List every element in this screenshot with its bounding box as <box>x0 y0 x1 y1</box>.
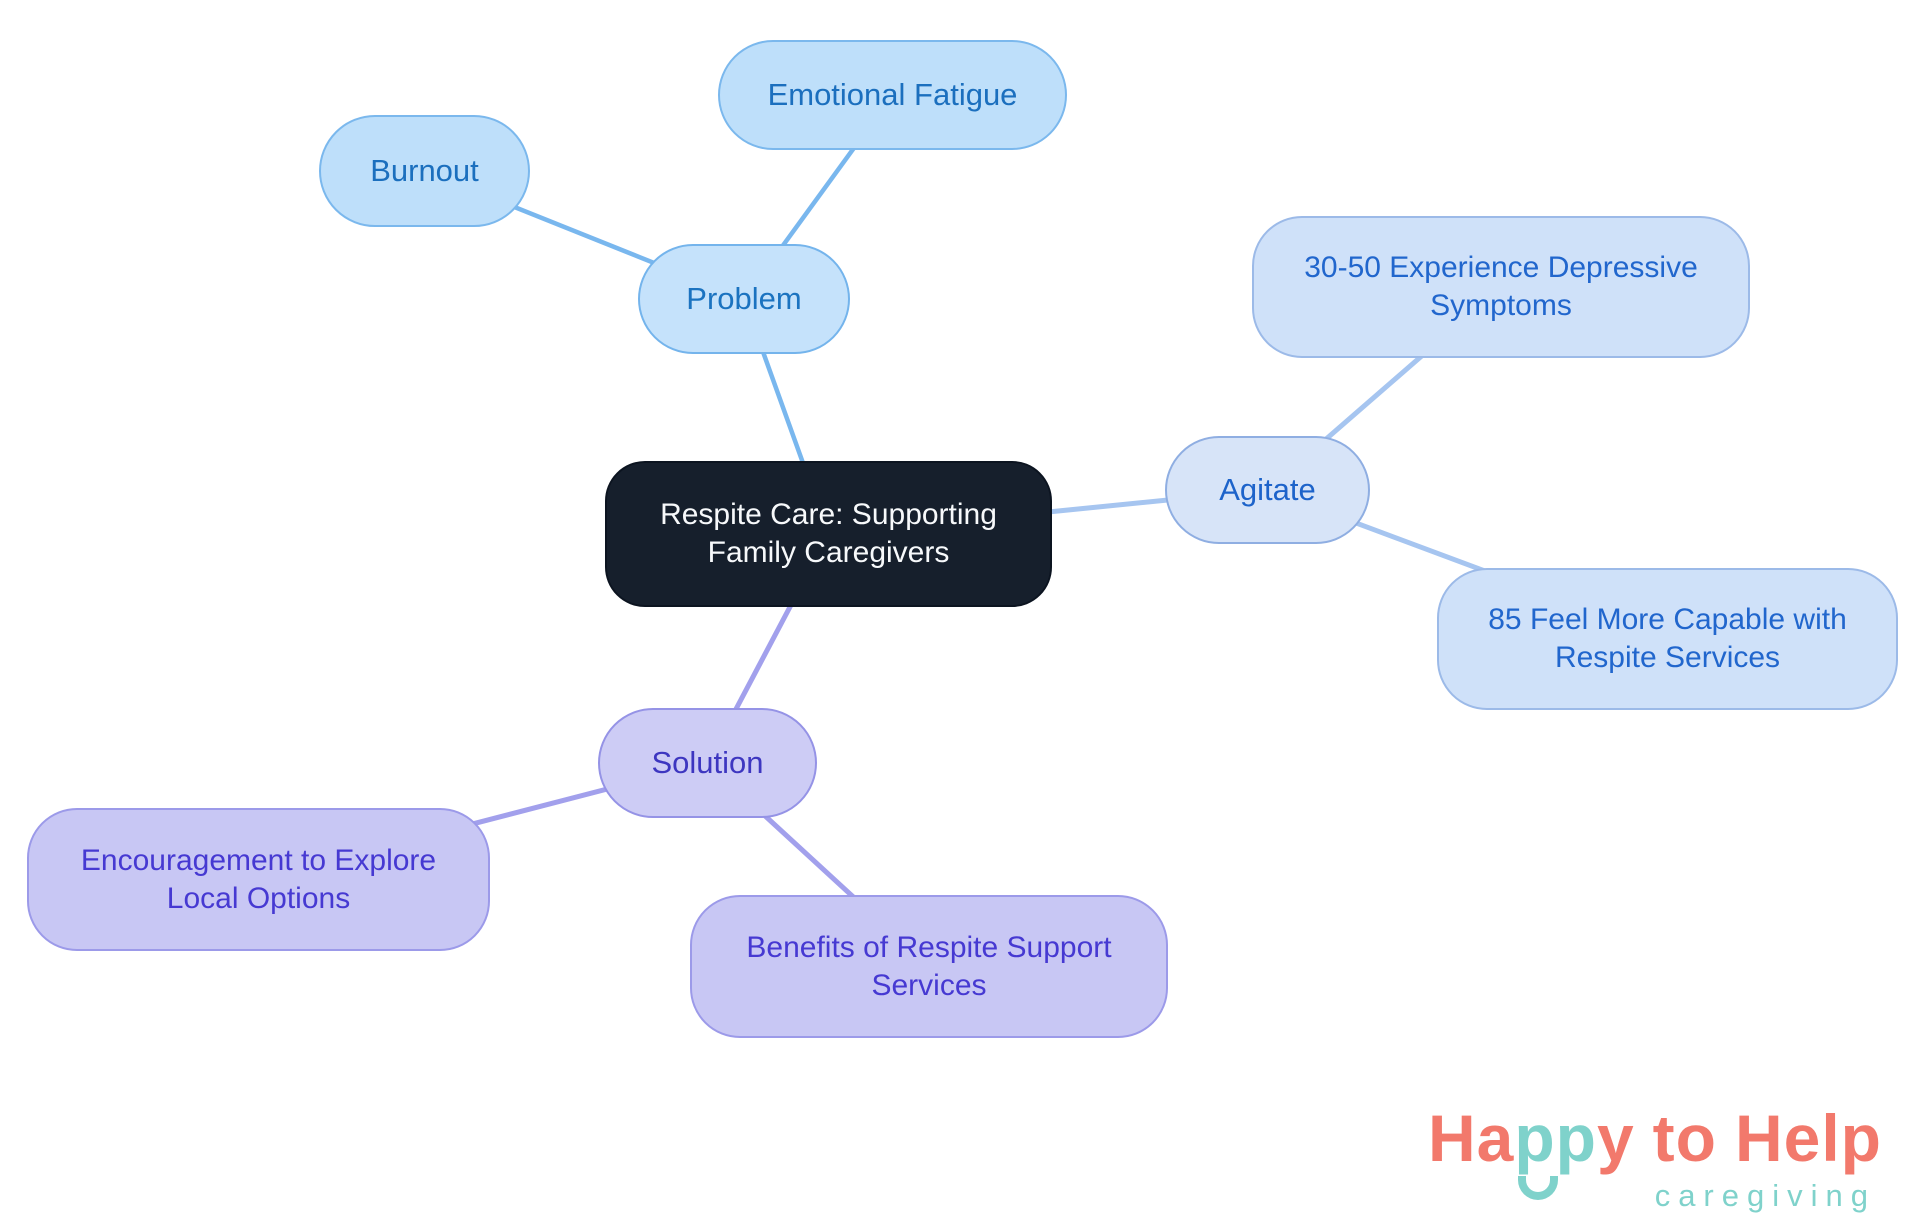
node-label: Solution <box>651 745 764 781</box>
logo-text-pp: pp <box>1514 1101 1597 1175</box>
node-label: Benefits of Respite Support Services <box>746 930 1112 1002</box>
node-agitate[interactable]: Agitate <box>1165 436 1370 544</box>
node-benefits[interactable]: Benefits of Respite Support Services <box>690 895 1168 1038</box>
brand-tagline-row: caregiving <box>1428 1178 1876 1214</box>
node-solution[interactable]: Solution <box>598 708 817 818</box>
node-depressive-symptoms[interactable]: 30-50 Experience Depressive Symptoms <box>1252 216 1750 358</box>
node-label: 85 Feel More Capable with Respite Servic… <box>1488 603 1847 674</box>
logo-tagline: caregiving <box>1654 1178 1876 1213</box>
logo-text-ha: Ha <box>1427 1101 1515 1175</box>
node-burnout[interactable]: Burnout <box>319 115 530 227</box>
node-label: Respite Care: Supporting Family Caregive… <box>660 498 997 569</box>
node-label: Burnout <box>370 153 479 189</box>
node-emotional-fatigue[interactable]: Emotional Fatigue <box>718 40 1067 150</box>
node-encouragement[interactable]: Encouragement to Explore Local Options <box>27 808 490 951</box>
node-label: Problem <box>686 281 802 317</box>
node-label: Emotional Fatigue <box>767 77 1018 113</box>
smile-icon <box>1518 1176 1559 1200</box>
node-capable-respite[interactable]: 85 Feel More Capable with Respite Servic… <box>1437 568 1898 710</box>
logo-text-y: y <box>1596 1101 1635 1175</box>
node-label: 30-50 Experience Depressive Symptoms <box>1304 251 1698 322</box>
node-problem[interactable]: Problem <box>638 244 850 354</box>
node-label: Encouragement to Explore Local Options <box>80 843 437 915</box>
node-label: Agitate <box>1219 472 1316 508</box>
logo-text-to: to <box>1652 1101 1717 1175</box>
logo-text-help: Help <box>1734 1101 1882 1175</box>
node-central[interactable]: Respite Care: Supporting Family Caregive… <box>605 461 1052 607</box>
